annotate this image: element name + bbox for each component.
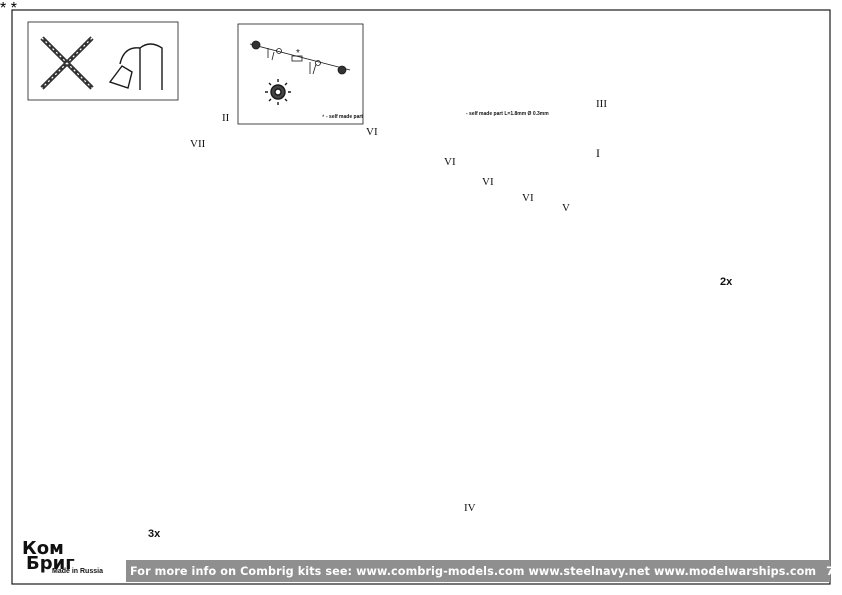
note-self-made-part: - self made part: [326, 114, 363, 120]
made-in-russia: Made in Russia: [52, 568, 103, 575]
label-roman-i: I: [596, 146, 600, 160]
label-roman-vi-b: VI: [444, 156, 456, 168]
gear-part: [265, 79, 291, 105]
inset-small-parts: * *: [237, 23, 364, 125]
label-roman-v: V: [562, 202, 570, 214]
footer-band: [126, 560, 830, 582]
note-self-made-part-dims: - self made part L=1.8mm Ø 0.3mm: [466, 111, 549, 117]
sheet-border: [11, 9, 831, 585]
label-roman-ii: II: [222, 112, 230, 124]
label-roman-iv: IV: [464, 502, 476, 514]
bent-rail-part: [108, 43, 163, 90]
label-roman-vi-d: VI: [522, 192, 534, 204]
logo-text-line1: Ком: [22, 538, 64, 559]
inset-photo-etch-parts: [27, 21, 179, 101]
svg-text:*: *: [296, 48, 300, 59]
label-roman-vi-c: VI: [482, 176, 494, 188]
logo-text-line2: Бриг: [26, 553, 75, 574]
footer-info: For more info on Combrig kits see: www.c…: [130, 565, 817, 578]
inset-davit-detail: * *: [0, 0, 17, 17]
label-roman-vi-a: VI: [366, 126, 378, 138]
label-roman-iii: III: [596, 98, 607, 110]
footer-info-text: For more info on Combrig kits see: www.c…: [130, 565, 842, 578]
qty-right-detail: 2x: [720, 276, 733, 288]
label-roman-vii: VII: [190, 138, 206, 150]
kit-number: 70668: [826, 565, 842, 578]
qty-left-guns: 3x: [148, 528, 161, 540]
svg-text:*: *: [322, 115, 325, 121]
